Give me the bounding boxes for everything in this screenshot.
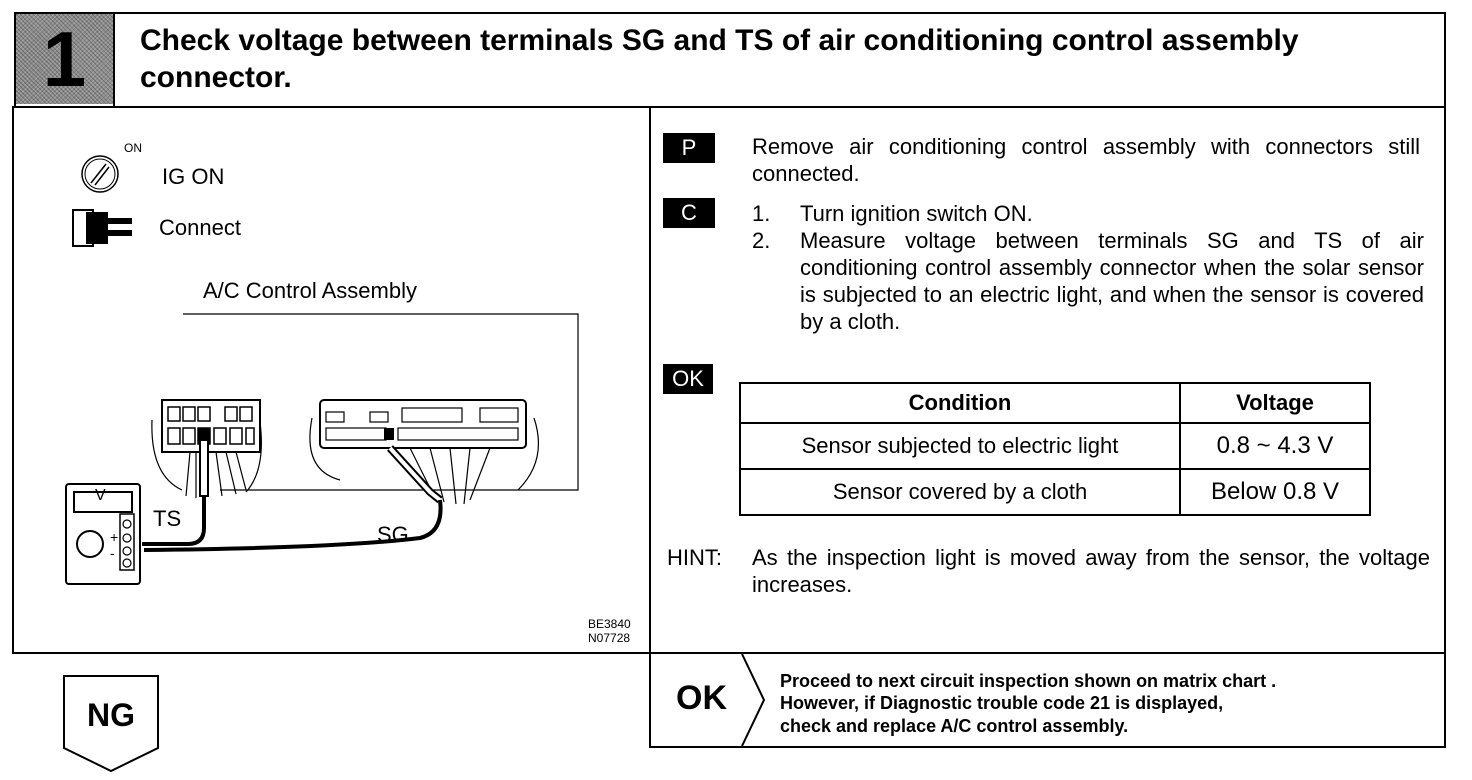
ignition-icon [81, 155, 119, 193]
table-row: Sensor covered by a cloth Below 0.8 V [739, 468, 1371, 516]
check-step-2-text: Measure voltage between terminals SG and… [800, 228, 1424, 334]
wiring-diagram: + - [65, 313, 579, 585]
sg-label: SG [377, 522, 409, 547]
ok-result-line-2: However, if Diagnostic trouble code 21 i… [780, 693, 1224, 713]
header-condition: Condition [739, 382, 1181, 424]
ig-on-label: IG ON [162, 164, 225, 189]
condition-cell: Sensor covered by a cloth [739, 468, 1181, 516]
hint-label: HINT: [667, 545, 722, 570]
ok-tag: OK [663, 364, 713, 394]
connector-icon [72, 209, 132, 247]
assembly-label: A/C Control Assembly [203, 278, 417, 303]
spec-table-header: Condition Voltage [739, 382, 1371, 424]
header-divider [113, 12, 115, 108]
check-tag: C [663, 198, 715, 228]
ng-arrow-box [63, 675, 159, 773]
voltage-cell: 0.8 ~ 4.3 V [1179, 422, 1371, 470]
ok-chevron [741, 654, 766, 746]
prep-tag: P [663, 133, 715, 163]
spec-table: Condition Voltage Sensor subjected to el… [739, 382, 1371, 516]
ts-label: TS [153, 506, 182, 531]
ref-code-1: BE3840 [588, 617, 631, 631]
hint-text: As the inspection light is moved away fr… [752, 545, 1430, 597]
voltage-cell: Below 0.8 V [1179, 468, 1371, 516]
step-number-badge: 1 [16, 14, 113, 104]
svg-text:+: + [110, 529, 118, 545]
connect-label: Connect [159, 215, 241, 240]
svg-text:-: - [110, 545, 115, 561]
meter-v-label: V [95, 487, 106, 504]
condition-cell: Sensor subjected to electric light [739, 422, 1181, 470]
table-row: Sensor subjected to electric light 0.8 ~… [739, 422, 1371, 470]
header-voltage: Voltage [1179, 382, 1371, 424]
ig-on-marker: ON [124, 141, 142, 155]
ok-result-label: OK [676, 679, 727, 717]
prep-text: Remove air conditioning control assembly… [752, 134, 1420, 186]
ref-code-2: N07728 [588, 631, 631, 645]
ng-label: NG [87, 697, 135, 733]
column-divider [649, 106, 651, 746]
ok-result-line-1: Proceed to next circuit inspection shown… [780, 671, 1277, 691]
step-title: Check voltage between terminals SG and T… [140, 24, 1299, 94]
ok-result-frame [649, 652, 1446, 748]
check-step-1-text: Turn ignition switch ON. [800, 201, 1033, 226]
ok-result-line-3: check and replace A/C control assembly. [780, 716, 1129, 736]
check-step-1-num: 1. [752, 201, 771, 226]
check-step-2-num: 2. [752, 228, 771, 253]
